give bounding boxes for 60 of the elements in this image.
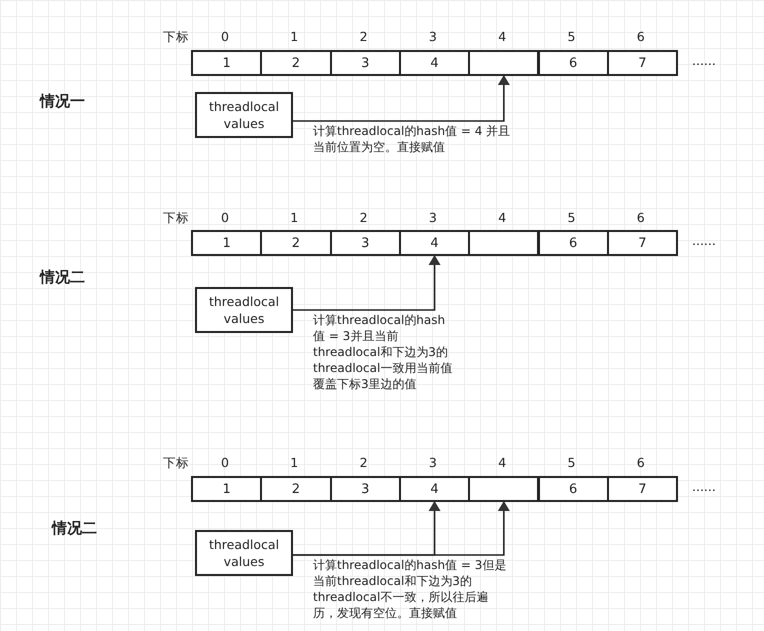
index-label: 2 xyxy=(360,210,368,225)
index-label: 2 xyxy=(360,455,368,470)
edge-label: 计算threadlocal的hash值 = 3但是当前threadlocal和下边为3的threadlocal不一致，所以往后遍历，发现有空位。直接赋值 xyxy=(313,557,508,621)
arrow xyxy=(293,501,510,556)
array-cell: 3 xyxy=(330,50,401,76)
array-cell xyxy=(468,230,540,256)
array-cell: 4 xyxy=(398,476,470,502)
index-label: 3 xyxy=(428,29,437,44)
array-cell: 1 xyxy=(191,50,262,76)
index-label: 2 xyxy=(360,29,368,44)
index-label: 1 xyxy=(290,29,298,44)
array-cell: 4 xyxy=(398,50,470,76)
array-cell: 6 xyxy=(538,50,609,76)
value-box: threadlocal values xyxy=(195,287,293,333)
index-label: 6 xyxy=(636,210,645,225)
ellipsis: ...... xyxy=(692,233,716,248)
index-label: 4 xyxy=(498,210,506,225)
index-label: 1 xyxy=(290,455,298,470)
value-box: threadlocal values xyxy=(195,92,293,138)
array-cell: 2 xyxy=(260,230,332,256)
array-cell: 4 xyxy=(398,230,470,256)
index-label: 1 xyxy=(290,210,298,225)
array-cell: 6 xyxy=(538,476,609,502)
index-label: 5 xyxy=(568,29,576,44)
ellipsis: ...... xyxy=(692,479,716,494)
array-cell: 7 xyxy=(606,50,678,76)
array-cell: 6 xyxy=(538,230,609,256)
array-cell: 7 xyxy=(606,230,678,256)
edge-label: 计算threadlocal的hash值 = 4 并且当前位置为空。直接赋值 xyxy=(313,123,512,155)
value-box: threadlocal values xyxy=(195,530,293,576)
array-cell: 1 xyxy=(191,476,262,502)
arrow xyxy=(293,255,441,311)
row-header: 下标 xyxy=(163,455,189,472)
index-label: 0 xyxy=(221,29,229,44)
edge-label: 计算threadlocal的hash值 = 3并且当前threadlocal和下边为3的threadlocal一致用当前值覆盖下标3里边的值 xyxy=(313,312,453,392)
array-cell xyxy=(468,50,540,76)
array-cell: 1 xyxy=(191,230,262,256)
array-cell: 3 xyxy=(330,476,401,502)
ellipsis: ...... xyxy=(692,53,716,68)
index-label: 0 xyxy=(221,210,229,225)
index-label: 3 xyxy=(428,210,437,225)
index-label: 4 xyxy=(498,29,506,44)
array-cell xyxy=(468,476,540,502)
row-header: 下标 xyxy=(163,210,189,227)
array-cell: 3 xyxy=(330,230,401,256)
arrow xyxy=(293,75,510,122)
case-title: 情况二 xyxy=(52,519,97,538)
index-label: 4 xyxy=(498,455,506,470)
row-header: 下标 xyxy=(163,29,189,46)
index-label: 5 xyxy=(568,210,576,225)
case-title: 情况二 xyxy=(40,268,85,287)
array-cell: 7 xyxy=(606,476,678,502)
index-label: 6 xyxy=(636,29,645,44)
array-cell: 2 xyxy=(260,50,332,76)
index-label: 6 xyxy=(636,455,645,470)
index-label: 3 xyxy=(428,455,437,470)
case-title: 情况一 xyxy=(40,92,85,111)
index-label: 5 xyxy=(568,455,576,470)
array-cell: 2 xyxy=(260,476,332,502)
index-label: 0 xyxy=(221,455,229,470)
